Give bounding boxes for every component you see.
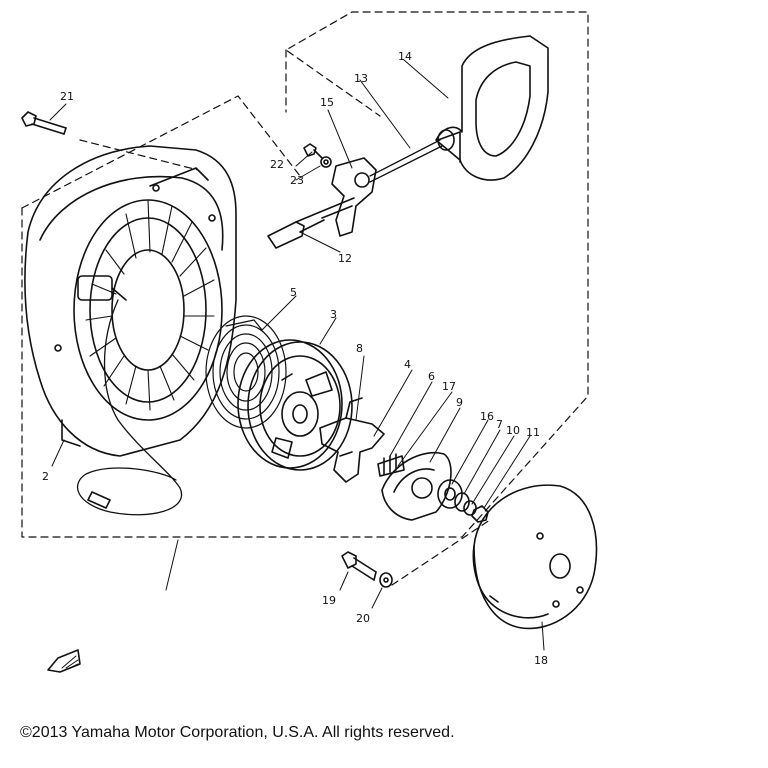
spring-17 — [377, 453, 405, 477]
ratchet-8 — [319, 397, 385, 483]
callout-7: 7 — [496, 418, 503, 431]
starter-handle-14 — [435, 35, 549, 181]
callout-14: 14 — [398, 50, 412, 63]
callout-22: 22 — [270, 158, 284, 171]
callout-9: 9 — [456, 396, 463, 409]
callout-19: 19 — [322, 594, 336, 607]
callout-15: 15 — [320, 96, 334, 109]
callout-16: 16 — [480, 410, 494, 423]
washer-10 — [463, 500, 477, 516]
callout-23: 23 — [290, 174, 304, 187]
callout-6: 6 — [428, 370, 435, 383]
starter-housing — [24, 145, 237, 457]
callout-20: 20 — [356, 612, 370, 625]
callout-17: 17 — [442, 380, 456, 393]
bolt-22-washer-23 — [303, 143, 332, 168]
spiral-spring-5 — [205, 315, 287, 429]
callout-11: 11 — [526, 426, 540, 439]
rope-13 — [369, 139, 443, 183]
rope-end — [87, 491, 111, 509]
starter-rope — [76, 299, 183, 516]
bolt-21 — [21, 111, 67, 135]
callout-8: 8 — [356, 342, 363, 355]
sheave-drum-3 — [237, 339, 353, 471]
shaft-12 — [267, 211, 325, 249]
callout-5: 5 — [290, 286, 297, 299]
washer-16 — [437, 479, 463, 509]
copyright-notice: ©2013 Yamaha Motor Corporation, U.S.A. A… — [20, 724, 455, 741]
callout-10: 10 — [506, 424, 520, 437]
spring-7 — [454, 492, 470, 512]
rope-guide-15 — [319, 157, 377, 237]
front-arrow-marker — [47, 649, 81, 673]
callout-4: 4 — [404, 358, 411, 371]
washer-20 — [379, 572, 393, 588]
nut-11 — [471, 505, 489, 523]
callout-13: 13 — [354, 72, 368, 85]
callout-3: 3 — [330, 308, 337, 321]
leader-lines — [49, 59, 545, 651]
starter-cover-18 — [472, 484, 598, 630]
callout-2: 2 — [42, 470, 49, 483]
callout-21: 21 — [60, 90, 74, 103]
assembly-boundary — [21, 11, 589, 586]
part-callouts: 1 2 3 4 5 6 7 8 9 10 11 12 13 14 15 16 1… — [42, 50, 548, 667]
callout-18: 18 — [534, 654, 548, 667]
bolt-19 — [341, 551, 377, 581]
callout-12: 12 — [338, 252, 352, 265]
friction-plate-9 — [381, 452, 452, 521]
